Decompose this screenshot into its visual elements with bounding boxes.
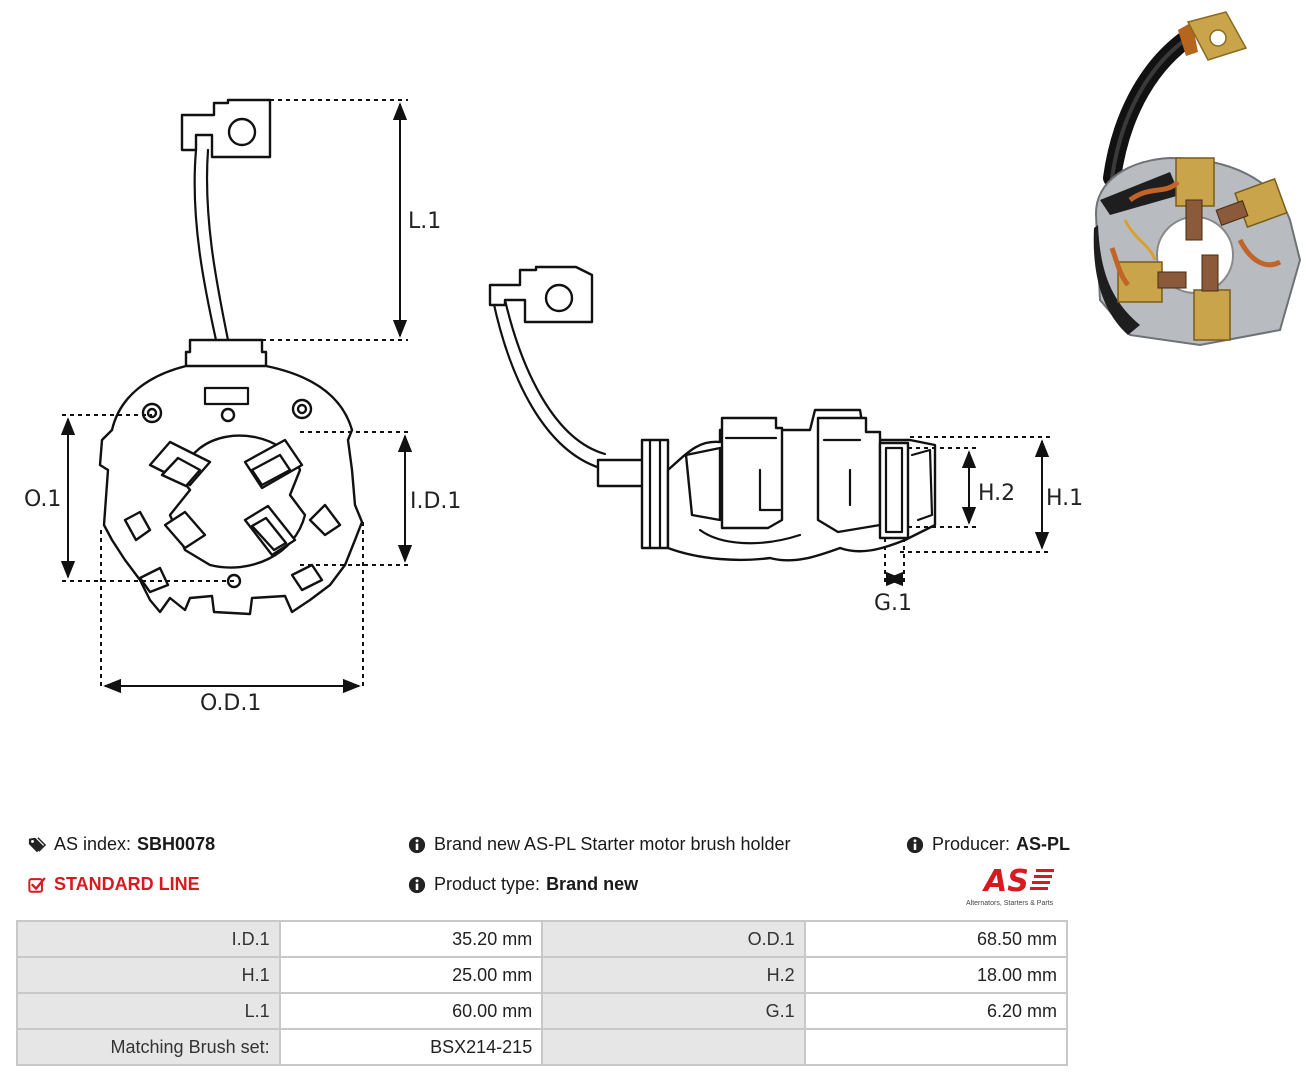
producer-value: AS-PL: [1016, 834, 1071, 854]
spec-value: 35.20 mm: [278, 920, 544, 958]
spec-label: L.1: [16, 992, 281, 1030]
spec-label: Matching Brush set:: [16, 1028, 281, 1066]
spec-value: 25.00 mm: [278, 956, 544, 994]
description: Brand new AS-PL Starter motor brush hold…: [408, 834, 791, 855]
table-row: Matching Brush set: BSX214-215: [16, 1028, 1069, 1066]
spec-label: G.1: [541, 992, 806, 1030]
as-index-label: AS index:: [54, 834, 132, 854]
technical-drawing: L.1 O.1 I.D.1 O.D.1: [24, 11, 1302, 716]
info-icon: [408, 876, 426, 893]
description-text: Brand new AS-PL Starter motor brush hold…: [434, 834, 791, 854]
spec-value: 6.20 mm: [803, 992, 1069, 1030]
check-square-icon: [28, 877, 46, 893]
dim-h1-label: H.1: [1046, 486, 1083, 511]
as-index-value: SBH0078: [137, 834, 216, 854]
dim-od1-label: O.D.1: [200, 691, 261, 716]
front-view-dimensions: L.1 O.1 I.D.1 O.D.1: [24, 99, 461, 716]
side-view-dimensions: H.1 H.2 G.1: [874, 436, 1083, 616]
as-logo-mark: AS: [982, 864, 1054, 899]
standard-line: STANDARD LINE: [28, 874, 200, 895]
product-type: Product type: Brand new: [408, 874, 638, 895]
table-row: I.D.1 35.20 mm O.D.1 68.50 mm: [16, 920, 1069, 958]
dim-h2-label: H.2: [978, 481, 1015, 506]
spec-label: H.1: [16, 956, 281, 994]
as-pl-logo: AS Alternators, Starters & Parts: [966, 864, 1070, 907]
producer: Producer: AS-PL: [906, 834, 1070, 855]
dim-l1-label: L.1: [408, 209, 441, 234]
svg-text:AS: AS: [982, 864, 1029, 894]
dim-o1-label: O.1: [24, 487, 61, 512]
tags-icon: [28, 836, 46, 852]
standard-line-label: STANDARD LINE: [54, 874, 200, 894]
spec-label: I.D.1: [16, 920, 281, 958]
specs-table: I.D.1 35.20 mm O.D.1 68.50 mm H.1 25.00 …: [16, 920, 1069, 1066]
spec-value: [803, 1028, 1069, 1066]
as-index: AS index: SBH0078: [28, 834, 215, 855]
spec-label: [541, 1028, 806, 1066]
front-view: [98, 98, 364, 616]
logo-tagline: Alternators, Starters & Parts: [966, 900, 1054, 907]
product-info: AS index: SBH0078 STANDARD LINE Brand ne…: [0, 820, 1080, 915]
spec-label: O.D.1: [541, 920, 806, 958]
spec-value: 60.00 mm: [278, 992, 544, 1030]
spec-label: H.2: [541, 956, 806, 994]
spec-value: 18.00 mm: [803, 956, 1069, 994]
table-row: H.1 25.00 mm H.2 18.00 mm: [16, 956, 1069, 994]
table-row: L.1 60.00 mm G.1 6.20 mm: [16, 992, 1069, 1030]
dim-g1-label: G.1: [874, 591, 912, 616]
info-icon: [408, 836, 426, 853]
info-icon: [906, 836, 924, 853]
side-view: [488, 265, 937, 562]
product-photo: [1093, 11, 1302, 347]
dim-id1-label: I.D.1: [410, 489, 461, 514]
spec-value: 68.50 mm: [803, 920, 1069, 958]
product-type-value: Brand new: [546, 874, 639, 894]
product-type-label: Product type:: [434, 874, 541, 894]
producer-label: Producer:: [932, 834, 1011, 854]
spec-value: BSX214-215: [278, 1028, 544, 1066]
